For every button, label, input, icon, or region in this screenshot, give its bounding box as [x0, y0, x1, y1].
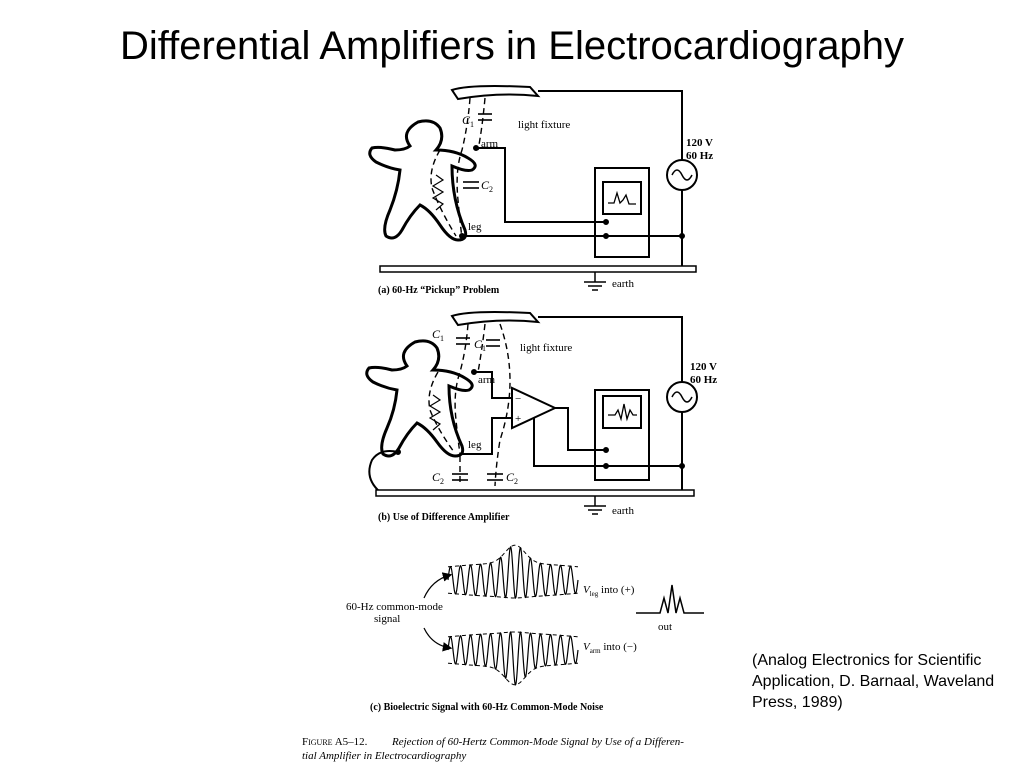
label-c1-left-b: C	[432, 327, 441, 341]
citation-line-3: Press, 1989)	[752, 694, 843, 711]
caption-panel-b: (b) Use of Difference Amplifier	[378, 512, 510, 523]
earth-bar-b	[375, 489, 695, 497]
oscilloscope-a	[594, 167, 650, 258]
figure-caption-line-2: tial Amplifier in Electrocardiography	[302, 750, 466, 762]
label-out: out	[658, 621, 672, 633]
citation: (Analog Electronics for Scientific Appli…	[752, 650, 1022, 713]
earth-bar-a	[379, 265, 697, 273]
arrow-to-varm	[423, 627, 453, 652]
panel-a	[368, 85, 698, 291]
body-outline-b	[365, 339, 474, 458]
label-c1-sub-a: 1	[470, 120, 474, 129]
label-vleg: Vleg into (+)	[583, 584, 635, 598]
panel-b	[365, 311, 698, 515]
label-source-voltage-b: 120 V	[690, 361, 717, 373]
envelope-varm-lower	[447, 662, 579, 686]
label-c2-sub-a: 2	[489, 185, 493, 194]
label-minus-b: −	[515, 393, 521, 405]
output-pulse	[636, 584, 704, 614]
figure-label: Figure A5–12.	[302, 736, 368, 748]
label-c2-right-sub-b: 2	[514, 477, 518, 486]
caption-panel-a: (a) 60-Hz “Pickup” Problem	[378, 285, 500, 296]
label-arm-a: arm	[481, 138, 499, 150]
waveform-vleg	[447, 546, 579, 599]
label-earth-b: earth	[612, 505, 634, 517]
label-c2-right-b: C	[506, 470, 515, 484]
label-c1-a: C	[462, 113, 471, 127]
label-common-mode-2: signal	[374, 613, 400, 625]
light-fixture-a	[450, 85, 541, 101]
label-leg-a: leg	[468, 221, 482, 233]
ac-wave-a	[671, 169, 693, 181]
wire-fixture-source-a	[538, 90, 683, 160]
panel-c-labels: 60-Hz common-mode signal Vleg into (+) V…	[346, 584, 672, 713]
envelope-vleg-upper	[447, 544, 579, 568]
label-vleg-sub: leg	[590, 590, 599, 598]
figure-caption: Figure A5–12. Rejection of 60-Hertz Comm…	[302, 736, 684, 762]
wire-arm-a	[476, 147, 606, 223]
label-leg-b: leg	[468, 439, 482, 451]
label-c1-left-sub-b: 1	[440, 334, 444, 343]
caption-panel-c: (c) Bioelectric Signal with 60-Hz Common…	[370, 702, 604, 713]
label-varm: Varm into (−)	[583, 641, 637, 655]
panel-a-labels: C 1 light fixture arm C 2 leg 120 V 60 H…	[378, 113, 713, 296]
label-arm-b: arm	[478, 374, 496, 386]
panel-b-labels: C 1 C 1 light fixture arm leg − + C 2 C …	[378, 327, 717, 523]
citation-line-1: (Analog Electronics for Scientific	[752, 652, 982, 669]
label-earth-a: earth	[612, 278, 634, 290]
label-c2-left-b: C	[432, 470, 441, 484]
label-vleg-rest: into (+)	[598, 584, 634, 596]
envelope-varm-upper	[447, 631, 579, 638]
arrow-to-vleg	[423, 572, 453, 599]
wire-fixture-source-b	[538, 316, 683, 382]
slide-title: Differential Amplifiers in Electrocardio…	[119, 24, 905, 68]
label-c2-left-sub-b: 2	[440, 477, 444, 486]
label-c1-right-sub-b: 1	[482, 344, 486, 353]
label-varm-v: V	[583, 641, 591, 653]
envelope-vleg-lower	[447, 592, 579, 599]
label-c2-a: C	[481, 178, 490, 192]
light-fixture-b	[450, 311, 541, 327]
label-common-mode-1: 60-Hz common-mode	[346, 601, 443, 613]
label-light-fixture-b: light fixture	[520, 342, 572, 354]
figure-caption-line-1: Rejection of 60-Hertz Common-Mode Signal…	[391, 736, 684, 748]
label-source-freq-b: 60 Hz	[690, 374, 717, 386]
waveform-varm	[447, 631, 579, 686]
panel-c	[423, 544, 704, 686]
label-c1-right-b: C	[474, 337, 483, 351]
label-plus-b: +	[515, 413, 521, 425]
oscilloscope-b	[594, 389, 650, 481]
label-varm-rest: into (−)	[601, 641, 637, 653]
label-source-freq-a: 60 Hz	[686, 150, 713, 162]
label-varm-sub: arm	[590, 647, 601, 655]
label-vleg-v: V	[583, 584, 591, 596]
label-source-voltage-a: 120 V	[686, 137, 713, 149]
body-outline-a	[368, 119, 477, 242]
citation-line-2: Application, D. Barnaal, Waveland	[752, 673, 995, 690]
label-light-fixture-a: light fixture	[518, 119, 570, 131]
